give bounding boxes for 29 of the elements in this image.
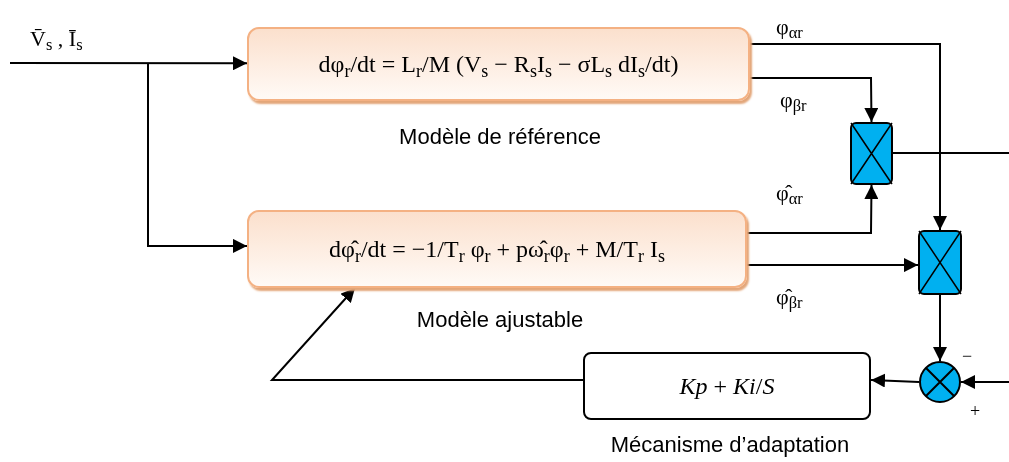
- block-caption: Modèle de référence: [398, 123, 602, 151]
- controller-box: [583, 352, 871, 420]
- signal-arrow: [749, 77, 879, 123]
- signal-arrow: [147, 62, 248, 253]
- block-caption: Mécanisme d’adaptation: [609, 431, 851, 459]
- model-box: [247, 210, 747, 288]
- signal-arrow: [933, 294, 947, 362]
- signal-label: V̄$_{s}$ , Ī$_{s}$: [30, 25, 83, 55]
- block-caption: Modèle ajustable: [415, 306, 585, 334]
- signal-arrow: [269, 287, 584, 381]
- signal-label: φ̂$_{αr}$: [776, 179, 803, 209]
- signal-arrow: [746, 184, 879, 234]
- equation-text: dφ̂$_{r}$/dt = −1/T$_{r}$ φ$_{r}$ + pω̂$_{r}$φ$_{r}$ + M/T$_{r}$ I$_{s}$: [329, 235, 665, 267]
- signal-arrow: [870, 373, 920, 388]
- equation-text: Kp + Ki/S: [679, 372, 775, 401]
- multiplier-block: [918, 230, 962, 295]
- summing-junction: [919, 361, 961, 403]
- signal-arrow: [749, 43, 947, 231]
- signal-label: φ$_{βr}$: [780, 86, 807, 116]
- equation-text: dφ$_{r}$/dt = L$_{r}$/M (V$_{s}$ − R$_{s}$I$_{s}$ − σL$_{s}$ dI$_{s}$/dt): [318, 50, 679, 82]
- sign-label: +: [970, 400, 981, 423]
- sign-label: −: [962, 345, 973, 368]
- signal-label: φ̂$_{βr}$: [776, 283, 803, 313]
- model-box: [247, 27, 750, 101]
- signal-arrow: [9, 56, 248, 71]
- signal-arrow: [960, 375, 1009, 389]
- signal-label: φ$_{αr}$: [776, 13, 803, 43]
- signal-arrow: [746, 258, 919, 273]
- multiplier-block: [850, 122, 893, 185]
